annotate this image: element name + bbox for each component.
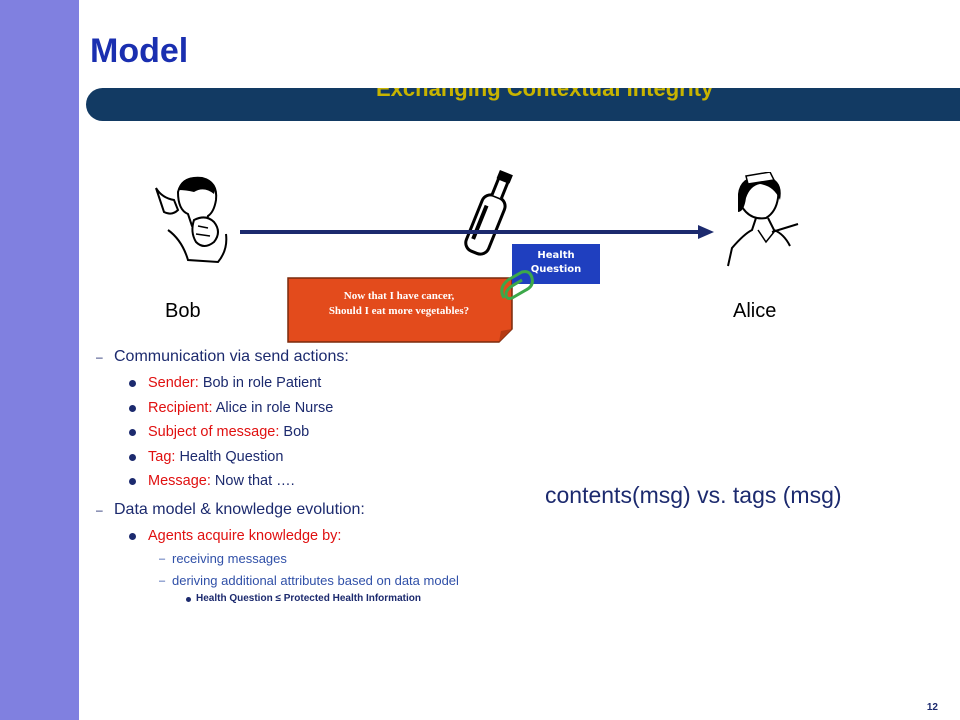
page-number: 12 [926,702,938,713]
nurse-icon [722,171,802,267]
contents-vs-tags: contents(msg) vs. tags (msg) [545,482,842,508]
item-label: Tag: [148,448,176,465]
section-data-model: –Data model & knowledge evolution: [96,500,365,518]
sub-item-text: deriving additional attributes based on … [172,573,459,588]
message-line-1: Now that I have cancer, [343,290,455,302]
paperclip-icon [500,270,534,300]
item-value: Alice in role Nurse [212,399,334,416]
section-communication-text: Communication via send actions: [114,348,349,365]
list-item: Message: Now that …. [92,469,542,494]
sub-sub-item: Health Question ≤ Protected Health Infor… [92,592,542,606]
title-banner: Exchanging Contextual Integrity [86,88,960,121]
item-value: Now that …. [210,473,295,489]
sub-item: –receiving messages [159,551,287,566]
message-text: Now that I have cancer, Should I eat mor… [292,289,506,319]
item-label: Sender: [148,375,199,391]
bullet-list: –Communication via send actions: Sender:… [92,345,542,606]
health-question-tag: Health Question [512,244,600,284]
message-line-2: Should I eat more vegetables? [328,305,470,317]
item-label: Subject of message: [148,424,280,440]
slide-title: Model [90,32,189,70]
item-value: Bob in role Patient [198,375,322,391]
item-label: Message: [148,473,211,489]
list-item: Agents acquire knowledge by: [92,524,542,549]
item-label: Recipient: [148,399,213,416]
acquire-text: Agents acquire knowledge by: [148,527,342,544]
receiver-name: Alice [733,300,777,322]
banner-text: Exchanging Contextual Integrity [376,88,714,101]
item-value: Bob [279,424,310,440]
section-communication: –Communication via send actions: [96,348,349,365]
left-accent-bar [0,0,79,720]
list-item: Tag: Health Question [92,445,542,470]
message-note [287,277,513,343]
item-value: Health Question [175,448,284,465]
man-sneezing-icon [148,170,238,265]
section-data-model-text: Data model & knowledge evolution: [114,500,365,518]
sender-name: Bob [165,300,201,322]
list-item: Recipient: Alice in role Nurse [92,396,542,421]
send-arrow [240,225,714,239]
sub-item: –deriving additional attributes based on… [159,573,459,588]
sub-item-text: receiving messages [172,551,287,566]
list-item: Sender: Bob in role Patient [92,371,542,396]
list-item: Subject of message: Bob [92,420,542,445]
sub-sub-item-text: Health Question ≤ Protected Health Infor… [196,593,421,604]
